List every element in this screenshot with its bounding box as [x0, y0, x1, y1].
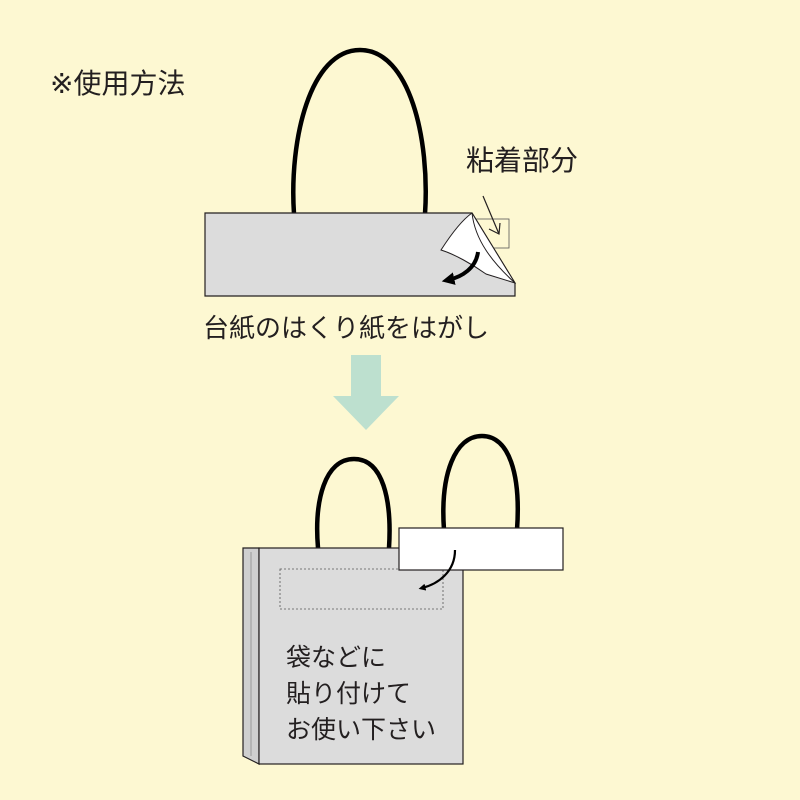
- bag-front: [258, 547, 464, 765]
- pointer-line: [482, 195, 501, 235]
- curved-arrow-icon: [418, 549, 457, 591]
- attach-instruction-line: 貼り付けて: [286, 679, 412, 708]
- attach-instruction-line: 袋などに: [286, 643, 387, 672]
- adhesive-label: 粘着部分: [466, 144, 579, 177]
- down-arrow-icon: [333, 355, 399, 430]
- peeled-corner: [440, 212, 517, 284]
- bag-handles: [315, 433, 520, 549]
- attach-instruction: 袋などに 貼り付けて お使い下さい: [286, 640, 436, 748]
- peel-instruction: 台紙のはくり紙をはがし: [203, 314, 490, 344]
- curved-arrow-icon: [441, 251, 480, 285]
- attach-instruction-line: お使い下さい: [286, 715, 437, 744]
- sticker-handle: [291, 47, 428, 215]
- bag-side: [242, 547, 260, 765]
- placement-outline: [279, 568, 444, 610]
- page-title: ※使用方法: [50, 67, 186, 100]
- sticker-body: [204, 212, 516, 297]
- release-paper: [398, 527, 564, 571]
